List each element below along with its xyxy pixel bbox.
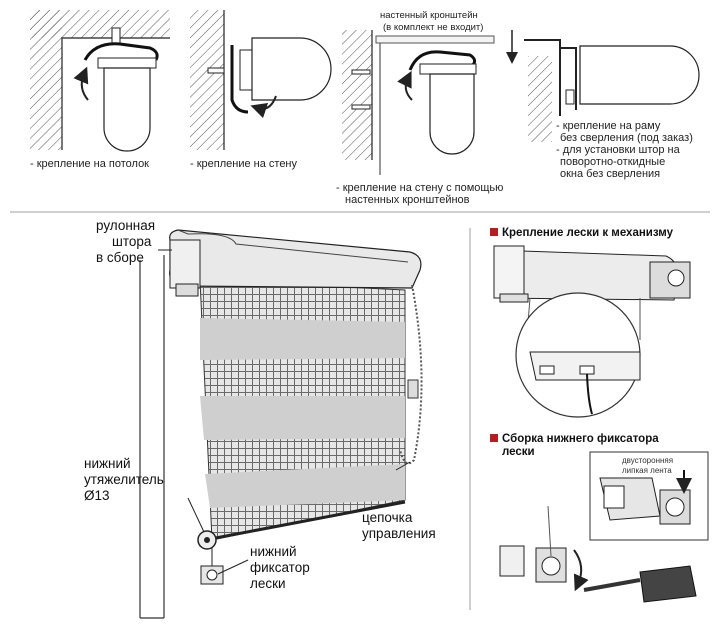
ceiling-mount-label: - крепление на потолок	[30, 158, 149, 170]
wall-mount-label: - крепление на стену	[190, 158, 298, 170]
line-mount-figure	[493, 245, 691, 418]
wall-bracket-label-line2: настенных кронштейнов	[345, 194, 470, 206]
frame-label-line1: - крепление на раму	[556, 120, 661, 132]
frame-label-line3: - для установки штор на	[556, 144, 680, 156]
chain-label-line2: управления	[362, 526, 436, 541]
assembled-label-line1: рулонная	[96, 218, 156, 233]
fabric-band	[205, 464, 405, 508]
bracket-note-line1: настенный кронштейн	[380, 10, 478, 21]
bracket-note-line2: (в комплект не входит)	[383, 22, 484, 33]
assembled-label-line3: в сборе	[96, 250, 144, 265]
fixer-label-line1: нижний	[250, 544, 297, 559]
fixer-label-line2: фиксатор	[250, 560, 310, 575]
chain-label-line1: цепочка	[362, 510, 413, 525]
line-mount-title: Крепление лески к механизму	[490, 226, 673, 240]
weight-label-line1: нижний	[84, 456, 131, 471]
fixer-assembly-title-line2: лески	[502, 446, 535, 458]
frame-mount-figure	[506, 30, 700, 142]
wall-bracket-label-line1: - крепление на стену с помощью	[336, 182, 504, 194]
weight-label-line2: утяжелитель	[84, 472, 164, 487]
frame-label-line4: поворотно-откидные	[560, 156, 666, 168]
wall-bracket-mount-figure	[342, 30, 495, 175]
fabric-band	[200, 318, 405, 360]
ceiling-mount-figure	[30, 10, 170, 152]
roller-blind-figure	[139, 229, 423, 619]
fixer-label-line3: лески	[250, 576, 286, 591]
fixer-assembly-figure	[499, 451, 709, 603]
tape-label-line2: липкая лента	[622, 466, 672, 475]
tape-label-line1: двусторонняя	[622, 456, 674, 465]
frame-label-line2: без сверления (под заказ)	[560, 132, 693, 144]
fixer-assembly-title-line1: Сборка нижнего фиксатора	[490, 432, 659, 446]
fabric-band	[200, 396, 405, 440]
assembled-label-line2: штора	[112, 234, 152, 249]
weight-label-line3: Ø13	[84, 488, 110, 503]
wall-mount-figure	[190, 10, 332, 150]
frame-label-line5: окна без сверления	[560, 168, 661, 180]
